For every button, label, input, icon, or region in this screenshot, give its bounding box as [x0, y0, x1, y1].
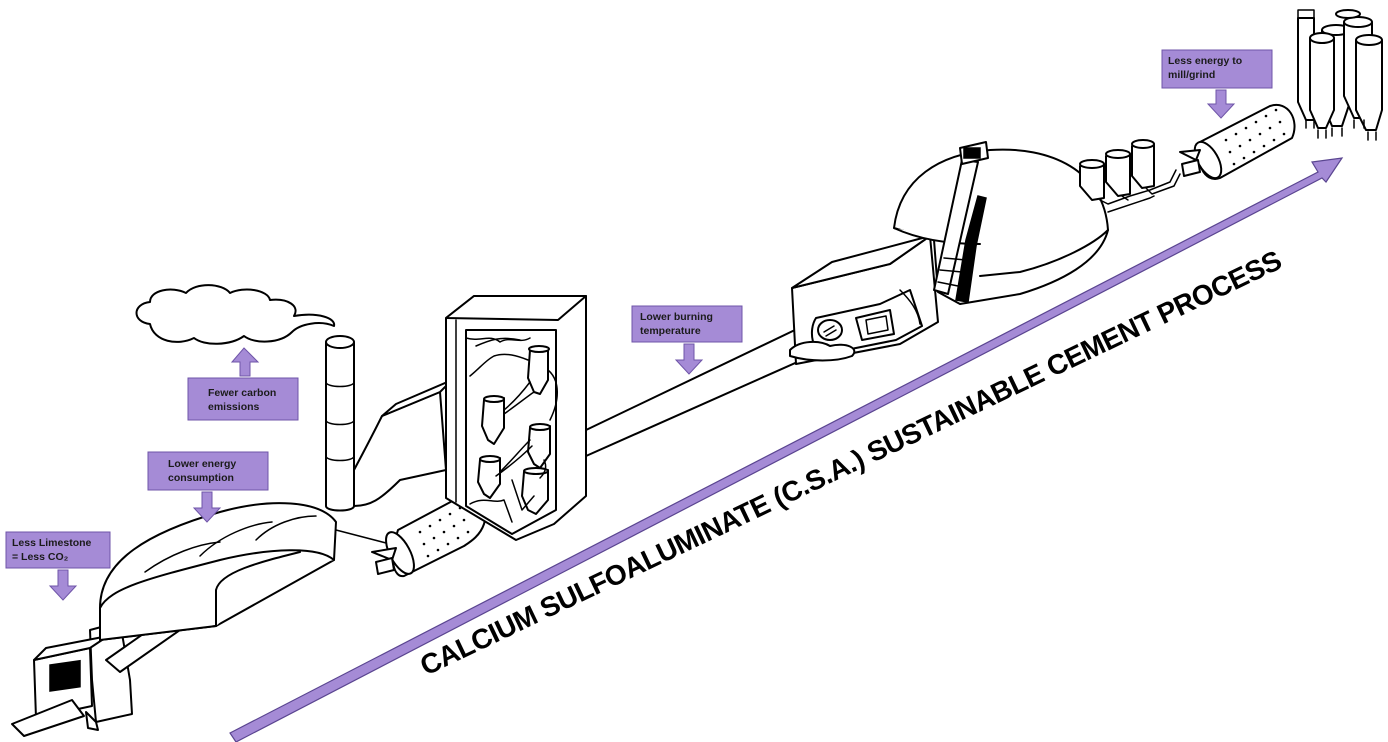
callout-fewer-carbon-line2: emissions: [208, 401, 260, 413]
callout-less-grind-energy-line1: Less energy to: [1168, 55, 1242, 67]
callout-lower-energy-line1: Lower energy: [168, 458, 236, 470]
callout-less-limestone-line2: = Less CO₂: [12, 551, 69, 563]
chimney-icon: [325, 335, 453, 512]
cooler-icon: [789, 235, 939, 365]
callout-less-grind-energy: Less energy to mill/grind: [1161, 49, 1273, 119]
callout-less-limestone-line1: Less Limestone: [12, 537, 92, 549]
bin-icon: [1079, 139, 1181, 205]
callout-lower-energy: Lower energy consumption: [147, 451, 269, 523]
dome-storage-icon: [893, 141, 1109, 305]
callout-less-limestone: Less Limestone = Less CO₂: [5, 531, 111, 601]
mill-dots: [418, 506, 470, 558]
callout-lower-burning: Lower burning temperature: [631, 305, 743, 375]
process-flow-arrow: [229, 157, 1344, 742]
ball-mill-icon: [1179, 103, 1296, 180]
crusher-icon: [11, 621, 133, 737]
callout-fewer-carbon: Fewer carbon emissions: [187, 347, 299, 421]
cloud-icon: [135, 284, 336, 345]
callout-lower-energy-line2: consumption: [168, 472, 234, 484]
cyclone-tower-icon: [445, 295, 587, 541]
callout-lower-burning-line1: Lower burning: [640, 311, 713, 323]
callout-lower-burning-line2: temperature: [640, 325, 701, 337]
callout-less-grind-energy-line2: mill/grind: [1168, 69, 1215, 81]
mill-dots: [1224, 108, 1286, 166]
storage-shed-icon: [99, 502, 337, 641]
silo-icon: [1297, 9, 1383, 141]
callout-fewer-carbon-line1: Fewer carbon: [208, 387, 276, 399]
